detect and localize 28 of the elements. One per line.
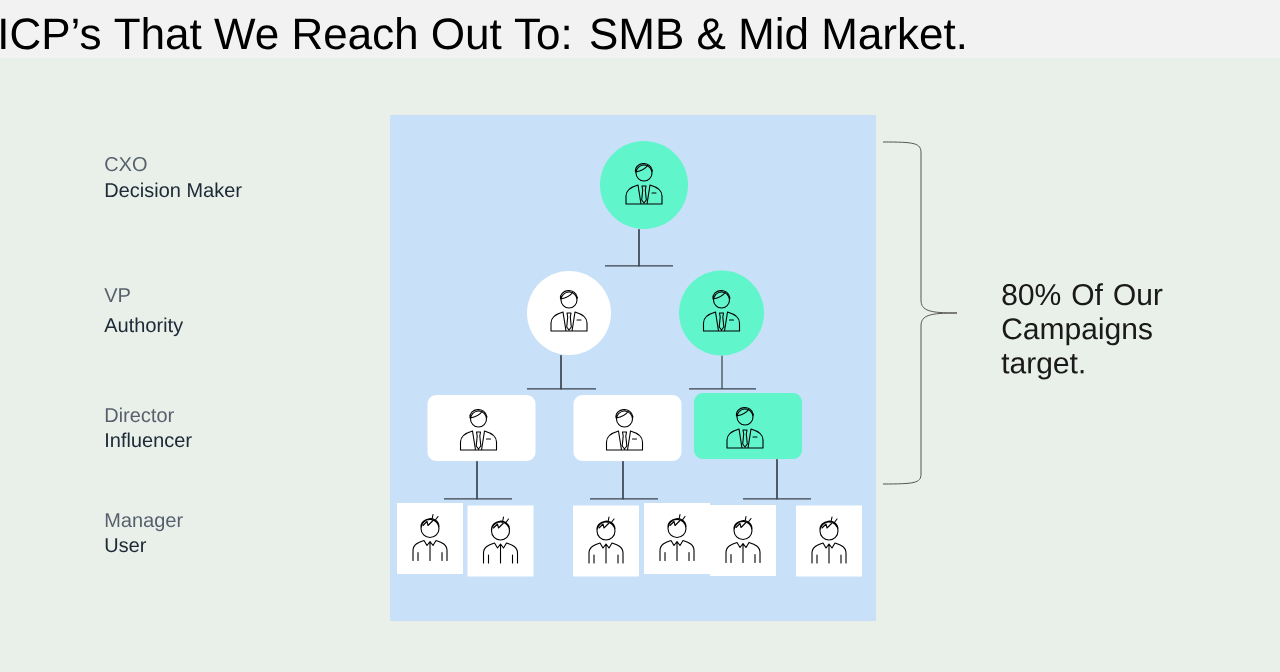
profile-tile [644, 503, 710, 574]
title: ICP’s That We Reach Out To: SMB & Mid Market. [1, 17, 964, 50]
annotation-text: 80% Of Our Campaigns target. [1001, 283, 1163, 380]
connector-line [560, 354, 597, 390]
level-label: Director [105, 407, 174, 423]
connector-line [688, 355, 757, 390]
profile-tile [573, 505, 639, 577]
profile-card [427, 395, 536, 461]
avatar-circle [527, 271, 611, 355]
profile-tile [710, 505, 776, 576]
level-label: VP [104, 288, 130, 302]
profile-tile [397, 503, 463, 574]
profile-card [573, 395, 682, 461]
connector-line [638, 228, 674, 267]
profile-tile [467, 505, 534, 577]
profile-tile [796, 505, 862, 577]
avatar-circle [679, 270, 764, 356]
profile-card [694, 393, 802, 459]
connector-line [622, 460, 659, 500]
avatar-circle [600, 141, 688, 229]
role-label: Authority [104, 317, 184, 337]
role-label: User [105, 538, 147, 553]
level-label: CXO [105, 157, 147, 172]
role-label: Influencer [106, 432, 192, 448]
level-label: Manager [105, 513, 183, 532]
role-label: Decision Maker [105, 182, 242, 198]
connector-line [776, 458, 812, 500]
connector-line [476, 460, 513, 500]
